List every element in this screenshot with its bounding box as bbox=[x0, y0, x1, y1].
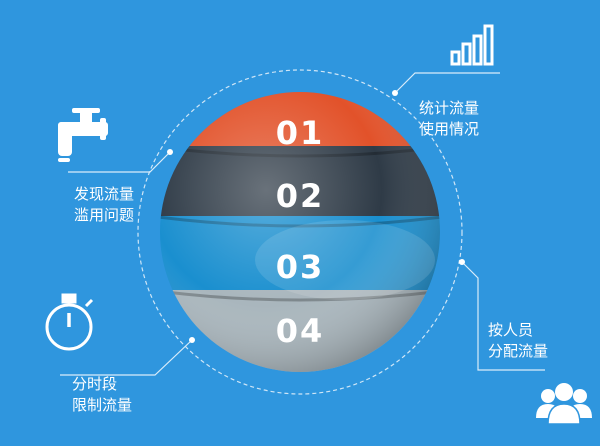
feature-bottom-right-line2: 分配流量 bbox=[488, 342, 549, 360]
feature-bottom-left-label: 分时段 限制流量 bbox=[72, 374, 132, 416]
band-01-label: 01 bbox=[276, 114, 325, 152]
feature-top-right-label: 统计流量 使用情况 bbox=[419, 98, 479, 140]
feature-bottom-left-line2: 限制流量 bbox=[72, 396, 133, 414]
band-03-label: 03 bbox=[276, 248, 325, 286]
feature-bottom-left-line1: 分时段 bbox=[72, 375, 118, 393]
bar-chart-icon bbox=[450, 24, 494, 66]
feature-top-right-line1: 统计流量 bbox=[419, 99, 480, 117]
feature-bottom-right-line1: 按人员 bbox=[488, 321, 534, 339]
band-04-label: 04 bbox=[276, 312, 325, 350]
stopwatch-icon bbox=[45, 293, 94, 351]
connectors bbox=[60, 72, 545, 376]
connector-bottom-left bbox=[60, 339, 193, 376]
faucet-icon bbox=[58, 108, 108, 162]
orbit-ring bbox=[137, 69, 463, 395]
connector-bottom-right bbox=[461, 261, 545, 371]
band-02-label: 02 bbox=[276, 177, 325, 215]
feature-top-left-line2: 滥用问题 bbox=[74, 206, 135, 224]
feature-top-left-label: 发现流量 滥用问题 bbox=[74, 184, 134, 226]
connector-top-right bbox=[394, 72, 500, 94]
people-group-icon bbox=[536, 383, 592, 425]
feature-top-right-line2: 使用情况 bbox=[419, 120, 480, 138]
feature-bottom-right-label: 按人员 分配流量 bbox=[488, 320, 548, 362]
connector-top-left bbox=[68, 151, 171, 173]
feature-top-left-line1: 发现流量 bbox=[74, 185, 135, 203]
